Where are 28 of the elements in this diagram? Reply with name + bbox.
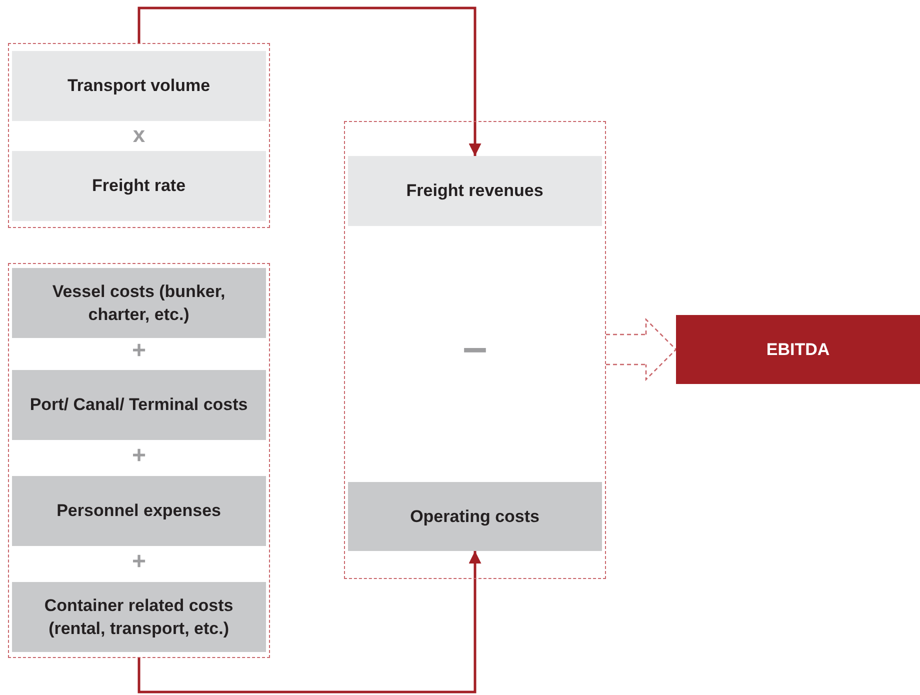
box-label: Port/ Canal/ Terminal costs [28, 394, 249, 416]
process-box [12, 150, 266, 221]
box-label: EBITDA [765, 339, 831, 361]
box-label: Container related costs (rental, transport, etc.) [43, 594, 234, 640]
operator-sign: x [132, 124, 146, 146]
minus-operator: – [462, 326, 488, 370]
operator-sign: + [130, 550, 147, 574]
process-box [12, 476, 266, 546]
process-box [348, 156, 602, 226]
dashed-group-frame [8, 43, 270, 228]
box-label: Operating costs [409, 506, 540, 528]
arrow [138, 6, 482, 156]
box-label: Freight revenues [405, 180, 544, 202]
operator-sign: + [130, 339, 147, 363]
box-label: Transport volume [66, 75, 212, 98]
process-box [12, 50, 266, 121]
process-box [12, 370, 266, 440]
process-box [12, 582, 266, 652]
result-box [676, 315, 920, 384]
box-label: Personnel expenses [56, 500, 222, 522]
box-label: Vessel costs (bunker, charter, etc.) [51, 280, 226, 326]
operator-sign: + [130, 444, 147, 468]
box-label: Freight rate [91, 175, 187, 198]
arrow [138, 551, 482, 694]
dashed-group-frame [8, 263, 270, 658]
process-box [348, 482, 602, 551]
process-box [12, 268, 266, 338]
dashed-group-frame [344, 121, 606, 579]
